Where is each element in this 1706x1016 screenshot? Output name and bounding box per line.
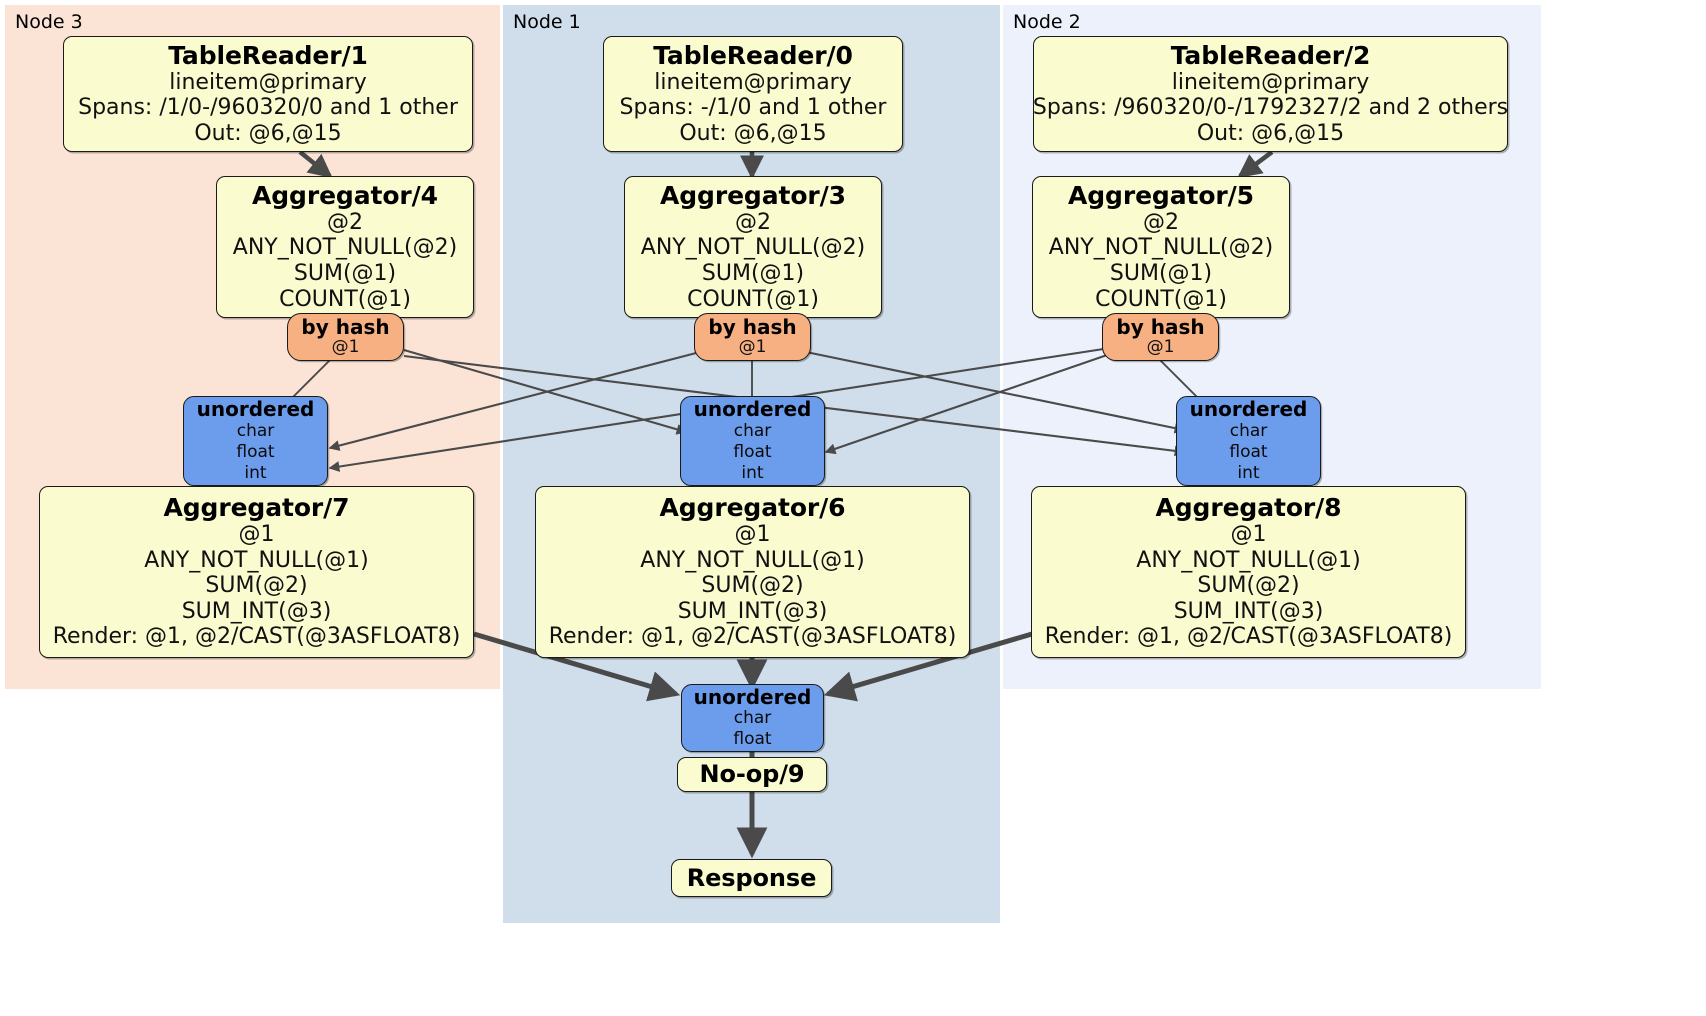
processor-aggregator-6[interactable]: Aggregator/6 @1 ANY_NOT_NULL(@1) SUM(@2)… <box>535 486 970 658</box>
processor-detail-line: ANY_NOT_NULL(@1) <box>640 547 865 573</box>
router-title: by hash <box>301 315 390 340</box>
processor-detail-line: Out: @6,@15 <box>1196 120 1345 146</box>
router-hash-left[interactable]: by hash @1 <box>287 313 404 361</box>
processor-detail-line: ANY_NOT_NULL(@1) <box>1136 547 1361 573</box>
synchronizer-type-line: int <box>1237 462 1260 483</box>
node-panel-label-node1: Node 1 <box>513 11 581 33</box>
processor-aggregator-3[interactable]: Aggregator/3 @2 ANY_NOT_NULL(@2) SUM(@1)… <box>624 176 882 318</box>
processor-render-line: Render: @1, @2/CAST(@3ASFLOAT8) <box>52 624 461 650</box>
processor-aggregator-7[interactable]: Aggregator/7 @1 ANY_NOT_NULL(@1) SUM(@2)… <box>39 486 474 658</box>
node-panel-label-node3: Node 3 <box>15 11 83 33</box>
edge-aggregator-to-final-sync <box>473 631 1033 702</box>
processor-detail-line: SUM(@2) <box>1197 573 1300 599</box>
processor-title: Aggregator/4 <box>252 180 438 210</box>
processor-detail-line: ANY_NOT_NULL(@2) <box>640 235 866 261</box>
processor-no-op-9[interactable]: No-op/9 <box>677 757 827 792</box>
synchronizer-unordered-left[interactable]: unordered char float int <box>183 396 328 486</box>
processor-detail-line: SUM(@1) <box>293 261 397 286</box>
processor-detail-line: SUM(@1) <box>1109 261 1213 286</box>
processor-aggregator-4[interactable]: Aggregator/4 @2 ANY_NOT_NULL(@2) SUM(@1)… <box>216 176 474 318</box>
node-panel-label-node2: Node 2 <box>1013 11 1081 33</box>
processor-title: TableReader/0 <box>653 40 853 70</box>
processor-detail-line: COUNT(@1) <box>687 286 819 312</box>
router-title: by hash <box>1116 315 1205 340</box>
processor-detail-line: ANY_NOT_NULL(@2) <box>232 235 458 261</box>
processor-table-reader-0[interactable]: TableReader/0 lineitem@primary Spans: -/… <box>603 36 903 152</box>
synchronizer-type-line: float <box>1229 441 1268 462</box>
processor-render-line: Render: @1, @2/CAST(@3ASFLOAT8) <box>548 624 957 650</box>
processor-render-line: Render: @1, @2/CAST(@3ASFLOAT8) <box>1044 624 1453 650</box>
synchronizer-type-line: int <box>741 462 764 483</box>
processor-title: Aggregator/3 <box>660 180 846 210</box>
synchronizer-type-line: float <box>733 441 772 462</box>
synchronizer-unordered-center[interactable]: unordered char float int <box>680 396 825 486</box>
synchronizer-type-line: char <box>236 420 275 441</box>
processor-detail-line: SUM(@1) <box>701 261 805 286</box>
processor-aggregator-5[interactable]: Aggregator/5 @2 ANY_NOT_NULL(@2) SUM(@1)… <box>1032 176 1290 318</box>
router-detail-line: @1 <box>331 337 360 358</box>
synchronizer-type-line: char <box>733 420 772 441</box>
synchronizer-type-line: int <box>244 462 267 483</box>
processor-detail-line: Out: @6,@15 <box>194 120 342 146</box>
processor-title: Aggregator/8 <box>1155 493 1342 523</box>
processor-detail-line: ANY_NOT_NULL(@1) <box>144 547 369 573</box>
processor-title: Aggregator/6 <box>659 493 846 523</box>
router-title: by hash <box>708 315 797 340</box>
router-hash-right[interactable]: by hash @1 <box>1102 313 1219 361</box>
processor-detail-line: COUNT(@1) <box>1095 286 1227 312</box>
router-detail-line: @1 <box>1146 337 1175 358</box>
processor-detail-line: SUM(@2) <box>205 573 308 599</box>
processor-title: No-op/9 <box>699 760 805 789</box>
router-hash-center[interactable]: by hash @1 <box>694 313 811 361</box>
processor-title: Aggregator/7 <box>163 493 350 523</box>
processor-detail-line: SUM_INT(@3) <box>181 598 332 624</box>
processor-detail-line: ANY_NOT_NULL(@2) <box>1048 235 1274 261</box>
processor-title: TableReader/2 <box>1170 40 1371 70</box>
processor-title: Aggregator/5 <box>1068 180 1254 210</box>
synchronizer-unordered-final[interactable]: unordered char float <box>681 684 824 752</box>
processor-detail-line: lineitem@primary <box>1171 69 1370 95</box>
processor-detail-line: @1 <box>734 522 771 548</box>
synchronizer-unordered-right[interactable]: unordered char float int <box>1176 396 1321 486</box>
processor-detail-line: @2 <box>327 209 363 235</box>
processor-detail-line: Spans: /960320/0-/1792327/2 and 2 others <box>1032 95 1509 121</box>
processor-title: Response <box>686 863 817 892</box>
synchronizer-title: unordered <box>196 397 315 422</box>
processor-response[interactable]: Response <box>671 859 832 897</box>
processor-detail-line: SUM_INT(@3) <box>1173 598 1324 624</box>
processor-title: TableReader/1 <box>168 40 368 70</box>
processor-detail-line: @2 <box>1143 209 1179 235</box>
edge-hash-to-local-sync <box>291 359 1199 399</box>
synchronizer-type-line: float <box>733 729 772 750</box>
synchronizer-type-line: char <box>733 708 772 729</box>
synchronizer-type-line: char <box>1229 420 1268 441</box>
processor-detail-line: COUNT(@1) <box>279 286 411 312</box>
synchronizer-title: unordered <box>693 397 812 422</box>
processor-detail-line: lineitem@primary <box>169 69 367 95</box>
processor-detail-line: @1 <box>238 522 275 548</box>
processor-detail-line: SUM_INT(@3) <box>677 598 828 624</box>
processor-detail-line: Spans: /1/0-/960320/0 and 1 other <box>78 95 458 121</box>
processor-table-reader-1[interactable]: TableReader/1 lineitem@primary Spans: /1… <box>63 36 473 152</box>
synchronizer-title: unordered <box>1189 397 1308 422</box>
processor-table-reader-2[interactable]: TableReader/2 lineitem@primary Spans: /9… <box>1033 36 1508 152</box>
processor-detail-line: SUM(@2) <box>701 573 804 599</box>
processor-detail-line: Spans: -/1/0 and 1 other <box>619 95 887 121</box>
processor-aggregator-8[interactable]: Aggregator/8 @1 ANY_NOT_NULL(@1) SUM(@2)… <box>1031 486 1466 658</box>
processor-detail-line: lineitem@primary <box>654 69 852 95</box>
edge-tablereader-to-aggregator <box>298 150 1274 180</box>
processor-detail-line: @1 <box>1230 522 1267 548</box>
synchronizer-title: unordered <box>693 684 812 709</box>
processor-detail-line: @2 <box>735 209 771 235</box>
processor-detail-line: Out: @6,@15 <box>679 120 827 146</box>
router-detail-line: @1 <box>738 337 767 358</box>
synchronizer-type-line: float <box>236 441 275 462</box>
